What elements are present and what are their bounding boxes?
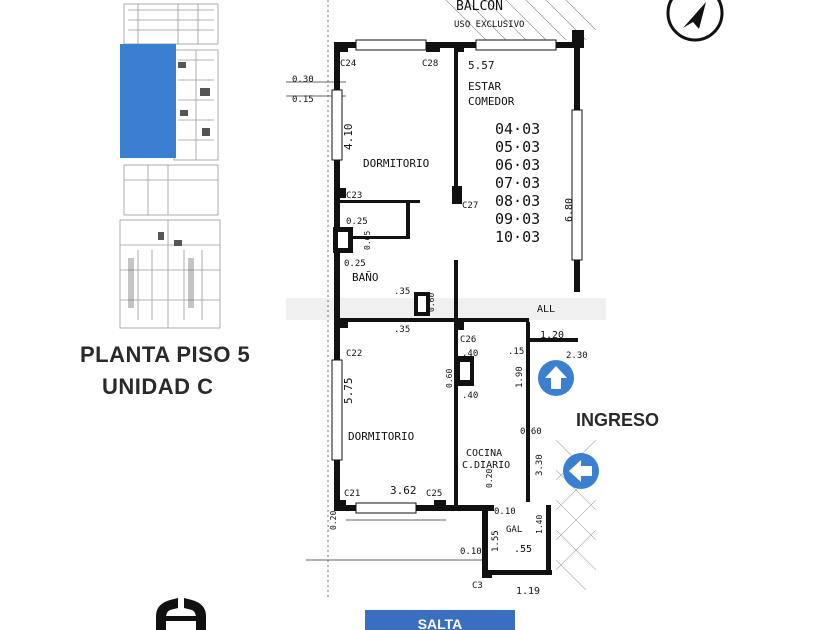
column-tag: C21	[344, 489, 360, 499]
entrance-arrow-up[interactable]	[538, 360, 574, 396]
balcony-sub-label: USO EXCLUSIVO	[454, 20, 524, 30]
dimension: .55	[514, 544, 532, 555]
balcony-label: BALCON	[456, 0, 503, 14]
room-hall: ALL	[537, 304, 555, 315]
room-living-2: COMEDOR	[468, 95, 515, 108]
dimension: 5.57	[468, 59, 495, 72]
unit-number: 08·03	[495, 192, 540, 210]
unit-number: 09·03	[495, 210, 540, 228]
dimension: 0.15	[292, 95, 314, 105]
floor-plan: BALCON USO EXCLUSIVO DORMITORIO DORMITOR…	[286, 0, 606, 600]
dimension: 0.25	[346, 217, 368, 227]
room-kitchen-1: COCINA	[466, 448, 502, 459]
dimension: 6.80	[564, 198, 575, 222]
dimension: 1.20	[540, 330, 564, 341]
dimension: 3.30	[535, 454, 545, 476]
unit-highlight	[120, 44, 176, 158]
unit-number: 07·03	[495, 174, 540, 192]
key-plan	[118, 0, 224, 332]
room-bedroom-1: DORMITORIO	[363, 157, 429, 170]
room-living-1: ESTAR	[468, 80, 501, 93]
column-tag: C28	[422, 59, 438, 69]
column-tag: C22	[346, 349, 362, 359]
dimension: 0.20	[485, 469, 494, 488]
dimension: .40	[462, 349, 478, 359]
dimension: 0.25	[344, 259, 366, 269]
room-bedroom-2: DORMITORIO	[348, 430, 414, 443]
dimension: 4.10	[342, 124, 355, 151]
dimension: 0.10	[460, 547, 482, 557]
room-gallery: GAL	[506, 525, 522, 535]
north-arrow-icon	[666, 0, 724, 42]
plan-title-line1: PLANTA PISO 5	[80, 342, 251, 367]
room-kitchen-2: C.DIARIO	[462, 460, 510, 471]
dimension: 1.40	[535, 515, 544, 534]
unit-number: 06·03	[495, 156, 540, 174]
dimension: 0.65	[363, 231, 372, 250]
unit-number: 04·03	[495, 120, 540, 138]
brand-logo-icon	[156, 598, 206, 630]
dimension: .35	[394, 325, 410, 335]
dimension: .15	[508, 347, 524, 357]
column-tag: C3	[472, 581, 483, 591]
dimension: 3.62	[390, 484, 417, 497]
room-bath: BAÑO	[352, 271, 379, 284]
dimension: 1.19	[516, 586, 540, 597]
unit-number: 05·03	[495, 138, 540, 156]
entrance-arrow-left[interactable]	[563, 453, 599, 489]
dimension: 0.60	[520, 427, 542, 437]
dimension: 1.55	[491, 530, 501, 552]
dimension: 0.60	[427, 293, 436, 312]
dimension: 5.75	[342, 378, 355, 405]
dimension: 0.30	[292, 75, 314, 85]
dimension: .35	[394, 287, 410, 297]
dimension: 2.30	[566, 351, 588, 361]
column-tag: C27	[462, 201, 478, 211]
plan-title-line2: UNIDAD C	[102, 374, 214, 399]
dimension: 1.90	[515, 366, 525, 388]
dimension: 0.10	[494, 507, 516, 517]
street-label: SALTA	[365, 610, 515, 630]
entrance-label: INGRESO	[576, 410, 660, 430]
column-tag: C23	[346, 191, 362, 201]
unit-number: 10·03	[495, 228, 540, 246]
column-tag: C26	[460, 335, 476, 345]
column-tag: C24	[340, 59, 356, 69]
dimension: .40	[462, 391, 478, 401]
dimension: 0.60	[445, 369, 454, 388]
dimension: 0.20	[329, 511, 338, 530]
column-tag: C25	[426, 489, 442, 499]
